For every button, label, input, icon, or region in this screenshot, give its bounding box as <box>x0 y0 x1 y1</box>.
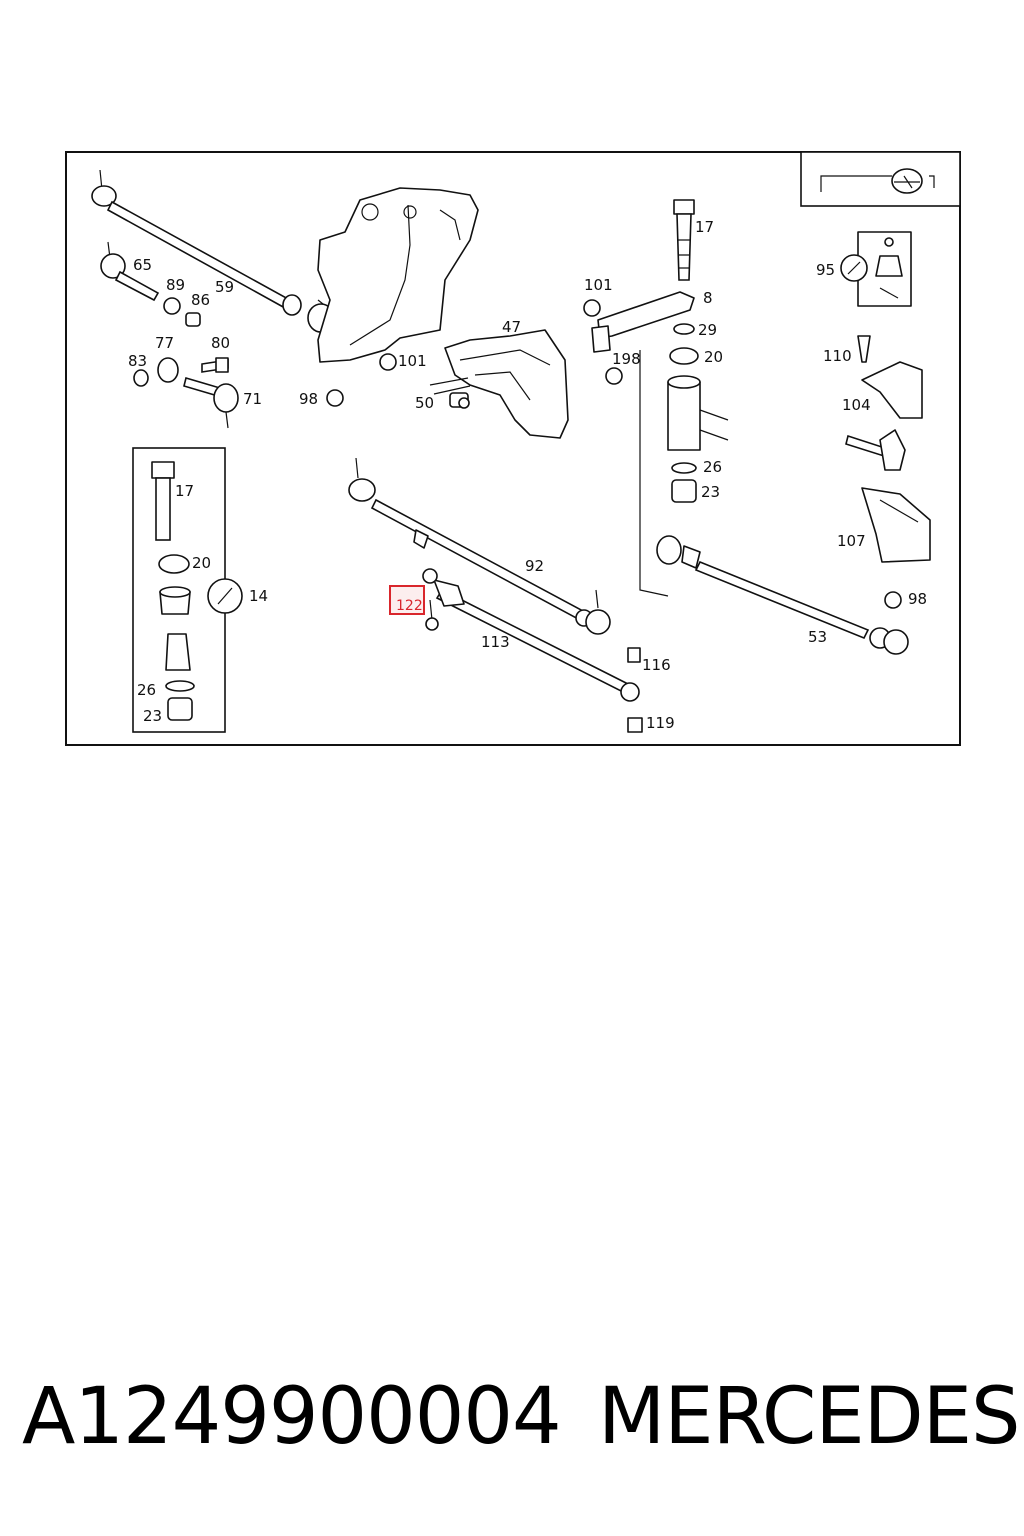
part-label-59: 59 <box>215 278 234 296</box>
part-label-110: 110 <box>823 347 852 365</box>
part-label-20-b: 20 <box>192 554 211 572</box>
part-label-101: 101 <box>584 276 613 294</box>
bracket-47 <box>429 329 569 439</box>
part-label-71: 71 <box>243 390 262 408</box>
part-label-47: 47 <box>502 318 521 336</box>
part-label-50: 50 <box>415 394 434 412</box>
right-parts-group <box>840 231 931 563</box>
part-label-122: 122 <box>396 598 423 614</box>
part-label-98: 98 <box>299 390 318 408</box>
part-label-20: 20 <box>704 348 723 366</box>
diagram-frame <box>65 151 961 746</box>
part-label-26-b: 26 <box>137 681 156 699</box>
part-label-101-b: 101 <box>398 352 427 370</box>
pitman-arm-group <box>583 199 729 597</box>
steering-icon <box>800 151 961 207</box>
tie-rod-53 <box>656 535 909 655</box>
part-label-29: 29 <box>698 321 717 339</box>
part-label-104: 104 <box>842 396 871 414</box>
tie-rod-92 <box>348 457 611 635</box>
part-label-8: 8 <box>703 289 713 307</box>
tie-rod-113 <box>422 568 643 733</box>
part-label-17-b: 17 <box>175 482 194 500</box>
part-label-65: 65 <box>133 256 152 274</box>
highlight-box-122 <box>389 585 425 615</box>
part-label-23: 23 <box>701 483 720 501</box>
part-label-98-b: 98 <box>908 590 927 608</box>
ball-joint-65 <box>100 241 201 327</box>
part-label-77: 77 <box>155 334 174 352</box>
inset-box <box>132 447 243 733</box>
tie-rod-59 <box>91 169 335 340</box>
part-label-113: 113 <box>481 633 510 651</box>
part-label-26: 26 <box>703 458 722 476</box>
part-label-80: 80 <box>211 334 230 352</box>
part-label-89: 89 <box>166 276 185 294</box>
part-label-23-b: 23 <box>143 707 162 725</box>
brand-name: MERCEDES <box>598 1372 1020 1462</box>
link-parts-left <box>133 357 239 429</box>
part-label-119: 119 <box>646 714 675 732</box>
part-label-86: 86 <box>191 291 210 309</box>
parts-diagram: 17 101 8 29 198 20 65 89 86 59 47 101 77… <box>65 151 961 746</box>
part-label-83: 83 <box>128 352 147 370</box>
part-number: A1249900004 <box>22 1372 562 1462</box>
steering-gear <box>317 187 479 371</box>
bolt-98-left <box>326 389 344 407</box>
part-label-17: 17 <box>695 218 714 236</box>
part-label-116: 116 <box>642 656 671 674</box>
part-label-53: 53 <box>808 628 827 646</box>
part-label-198: 198 <box>612 350 641 368</box>
part-label-92: 92 <box>525 557 544 575</box>
part-label-95: 95 <box>816 261 835 279</box>
part-label-107: 107 <box>837 532 866 550</box>
caption: A1249900004 MERCEDES <box>0 1372 1024 1472</box>
part-label-14: 14 <box>249 587 268 605</box>
